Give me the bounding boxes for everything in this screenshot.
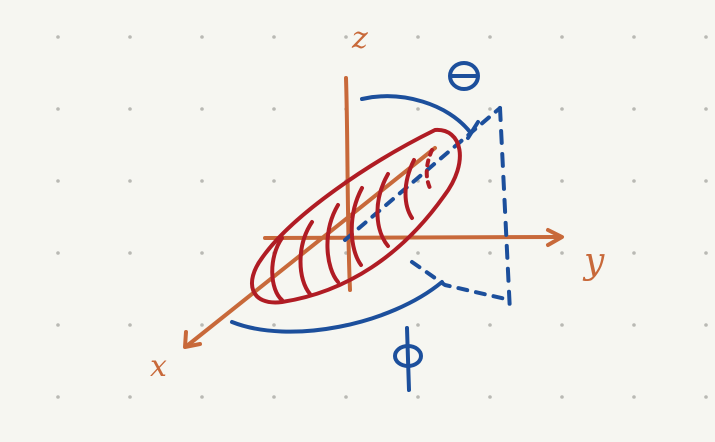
grid-dot bbox=[488, 35, 492, 39]
grid-dot bbox=[272, 395, 276, 399]
grid-dot bbox=[704, 251, 708, 255]
grid-dot bbox=[416, 107, 420, 111]
x-axis-label: x bbox=[150, 349, 167, 384]
grid-dot bbox=[200, 35, 204, 39]
phi-arc bbox=[230, 280, 444, 334]
y-axis-label: y bbox=[584, 241, 605, 282]
x-axis bbox=[186, 146, 437, 347]
grid-dot bbox=[488, 107, 492, 111]
grid-dot bbox=[704, 323, 708, 327]
grid-dot bbox=[632, 35, 636, 39]
grid-dot bbox=[632, 251, 636, 255]
grid-dot bbox=[704, 179, 708, 183]
x-axis-arrowhead bbox=[183, 330, 202, 349]
hatch-stroke-5 bbox=[375, 172, 390, 248]
phi-glyph-bowl bbox=[393, 344, 423, 368]
grid-dot bbox=[704, 107, 708, 111]
grid-dot bbox=[200, 323, 204, 327]
grid-dot bbox=[416, 323, 420, 327]
hatch-stroke-3 bbox=[325, 203, 340, 284]
grid-dot bbox=[344, 395, 348, 399]
vertical-projection-dashed bbox=[498, 106, 512, 314]
y-axis-arrowhead bbox=[546, 228, 564, 247]
grid-dot bbox=[56, 35, 60, 39]
grid-dot bbox=[632, 107, 636, 111]
hatch-stroke-1 bbox=[270, 236, 284, 302]
grid-dot bbox=[128, 323, 132, 327]
grid-dot bbox=[200, 395, 204, 399]
grid-dot bbox=[344, 35, 348, 39]
grid-dot bbox=[128, 107, 132, 111]
theta-label: θ bbox=[447, 60, 466, 92]
grid-dot bbox=[272, 35, 276, 39]
angle-markings bbox=[230, 94, 512, 334]
hatch-stroke-4 bbox=[349, 186, 364, 267]
grid-dot bbox=[272, 107, 276, 111]
z-axis-label: z bbox=[352, 21, 368, 56]
grid-dot bbox=[128, 395, 132, 399]
hatch-stroke-7 bbox=[424, 148, 434, 194]
phi-glyph bbox=[393, 326, 423, 392]
grid-dot bbox=[704, 35, 708, 39]
grid-dot bbox=[200, 107, 204, 111]
grid-dot bbox=[632, 179, 636, 183]
grid-dot bbox=[560, 323, 564, 327]
grid-dot bbox=[488, 179, 492, 183]
hatch-stroke-6 bbox=[403, 158, 416, 220]
grid-dot bbox=[128, 251, 132, 255]
ellipsoid bbox=[250, 127, 462, 305]
grid-dot bbox=[416, 35, 420, 39]
hatch-stroke-2 bbox=[298, 220, 314, 296]
grid-dot bbox=[200, 251, 204, 255]
grid-dot bbox=[416, 395, 420, 399]
phi-glyph-stem bbox=[405, 326, 411, 392]
floor-projection-dashed bbox=[410, 260, 512, 302]
grid-dot bbox=[272, 323, 276, 327]
theta-glyph bbox=[448, 61, 480, 91]
grid-dot bbox=[488, 323, 492, 327]
grid-dot bbox=[488, 395, 492, 399]
grid-dot bbox=[56, 395, 60, 399]
grid-dot bbox=[128, 35, 132, 39]
grid-dot bbox=[416, 251, 420, 255]
grid-dot bbox=[200, 179, 204, 183]
grid-dot bbox=[560, 35, 564, 39]
grid-dot bbox=[560, 395, 564, 399]
theta-arc bbox=[360, 94, 472, 134]
grid-dot bbox=[632, 395, 636, 399]
grid-dot bbox=[56, 323, 60, 327]
grid-dot bbox=[632, 323, 636, 327]
dot-grid bbox=[56, 35, 708, 399]
grid-dot bbox=[56, 251, 60, 255]
grid-dot bbox=[560, 107, 564, 111]
grid-dot bbox=[272, 179, 276, 183]
grid-dot bbox=[488, 251, 492, 255]
phi-label: ϕ bbox=[390, 326, 419, 368]
grid-dot bbox=[128, 179, 132, 183]
grid-dot bbox=[56, 107, 60, 111]
radial-vector-dashed bbox=[343, 106, 502, 242]
grid-dot bbox=[704, 395, 708, 399]
grid-dot bbox=[560, 251, 564, 255]
grid-dot bbox=[56, 179, 60, 183]
grid-dot bbox=[560, 179, 564, 183]
